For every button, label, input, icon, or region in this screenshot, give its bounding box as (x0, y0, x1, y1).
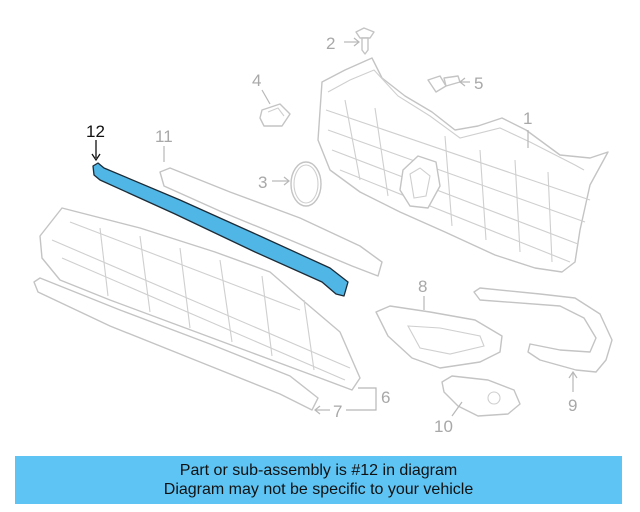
callout-1: 1 (523, 109, 532, 128)
part-12-molding-highlighted (92, 162, 349, 297)
leader-5-arrow (459, 77, 466, 87)
part-10-bracket (441, 375, 521, 417)
notice-banner: Part or sub-assembly is #12 in diagram D… (15, 456, 622, 504)
callout-7: 7 (333, 402, 342, 421)
callout-5: 5 (474, 74, 483, 93)
part-3-emblem-ring (290, 161, 322, 207)
leader-3-arrow (283, 176, 290, 186)
callout-12: 12 (86, 122, 105, 141)
callout-4: 4 (252, 71, 261, 90)
part-1-upper-grille (317, 57, 609, 273)
part-8-fog-bezel-opening (407, 325, 485, 355)
banner-line-2: Diagram may not be specific to your vehi… (163, 481, 474, 498)
leader-12-arrow (91, 153, 101, 162)
leader-4 (261, 89, 271, 105)
leader-6-bracket (346, 387, 377, 411)
leader-9-arrow (568, 370, 578, 379)
callout-11: 11 (155, 127, 173, 146)
callout-6: 6 (381, 388, 390, 407)
part-2-screw (355, 27, 375, 55)
callout-8: 8 (418, 277, 427, 296)
part-11-trim-strip (159, 167, 383, 277)
part-9-chrome-trim (473, 287, 613, 373)
callout-9: 9 (568, 396, 577, 415)
part-5-bolt (427, 75, 461, 93)
banner-line-1: Part or sub-assembly is #12 in diagram (179, 462, 458, 479)
callout-3: 3 (258, 173, 267, 192)
leader-2-arrow (353, 37, 360, 47)
leader-7-arrow (314, 405, 321, 415)
part-10-bracket-hole (487, 391, 501, 405)
leader-10 (451, 401, 463, 417)
part-8-fog-bezel (375, 305, 503, 369)
part-3-emblem-ring-inner (293, 164, 319, 204)
callout-10: 10 (434, 417, 453, 436)
part-4-bracket-detail (267, 107, 285, 117)
part-6-lower-grille (39, 207, 361, 391)
part-4-bracket (259, 103, 291, 127)
part-7-lower-strip (33, 277, 319, 411)
callout-2: 2 (326, 34, 335, 53)
